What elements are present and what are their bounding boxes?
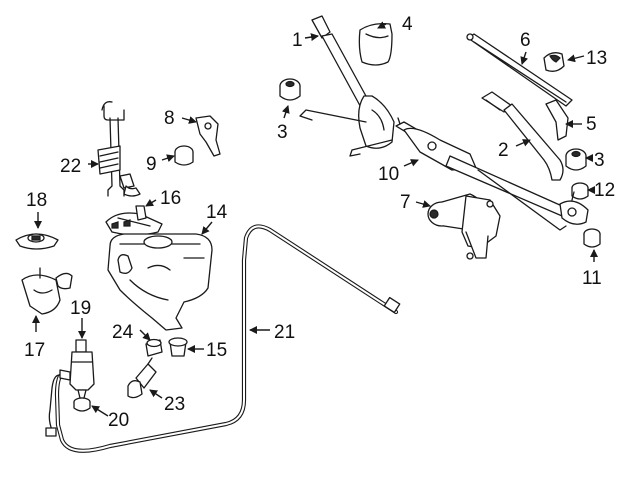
- cap-nut-part-3-right: [565, 148, 587, 171]
- bushing-part-12: [571, 182, 589, 200]
- wiper-motor-part-7: [427, 193, 501, 260]
- cap-part-18: [15, 233, 59, 250]
- reservoir-tank-part-14: [107, 233, 213, 331]
- grommet-part-11: [583, 228, 601, 248]
- callout-17: 17: [24, 340, 45, 361]
- leaders: [32, 21, 598, 417]
- washer-hose-part-21: [54, 224, 401, 453]
- wiper-arm-part-2: [481, 91, 564, 181]
- callout-22: 22: [60, 156, 81, 177]
- callout-8: 8: [164, 108, 175, 129]
- callout-2: 2: [498, 140, 509, 161]
- wiper-arm-part-1: [299, 15, 395, 157]
- callout-21: 21: [274, 322, 295, 343]
- arm-cover-part-4: [358, 22, 393, 66]
- callout-3-left: 3: [277, 122, 288, 143]
- bracket-part-8: [195, 115, 221, 157]
- callout-4: 4: [402, 14, 413, 35]
- callout-18: 18: [26, 190, 47, 211]
- callout-20: 20: [108, 410, 129, 431]
- callout-6: 6: [520, 30, 531, 51]
- callout-14: 14: [206, 202, 228, 223]
- level-sensor-part-22: [97, 101, 141, 197]
- callout-16: 16: [160, 188, 181, 209]
- callout-7: 7: [400, 192, 411, 213]
- callout-3-right: 3: [594, 150, 605, 171]
- bracket-part-17: [21, 267, 73, 315]
- callout-1: 1: [292, 30, 303, 51]
- callout-24: 24: [112, 322, 134, 343]
- filler-neck-part-16: [105, 205, 163, 236]
- callout-23: 23: [164, 394, 185, 415]
- callout-5: 5: [586, 114, 597, 135]
- nozzle-part-23: [127, 357, 157, 399]
- callout-12: 12: [594, 180, 615, 201]
- callout-9: 9: [146, 154, 157, 175]
- callout-11: 11: [582, 268, 602, 289]
- callout-13: 13: [586, 48, 607, 69]
- pump-wire: [45, 369, 71, 437]
- wiper-linkage-part-10: [395, 117, 589, 231]
- callout-labels: 1 2 3 3 4 5 6 7 8 9 10 11 12 13 14 15 16…: [24, 14, 615, 431]
- cap-part-13: [543, 52, 565, 72]
- callout-10: 10: [378, 164, 399, 185]
- arm-cover-part-5: [545, 99, 569, 141]
- washer-pump-part-19: [69, 339, 95, 399]
- grommet-part-20: [73, 397, 91, 412]
- grommet-part-15: [168, 337, 188, 357]
- callout-15: 15: [206, 340, 227, 361]
- grommet-part-9: [174, 145, 194, 166]
- callout-19: 19: [70, 298, 91, 319]
- cap-nut-part-3-left: [279, 78, 301, 101]
- seal-part-24: [145, 338, 163, 357]
- wiper-blade-part-6: [466, 33, 573, 107]
